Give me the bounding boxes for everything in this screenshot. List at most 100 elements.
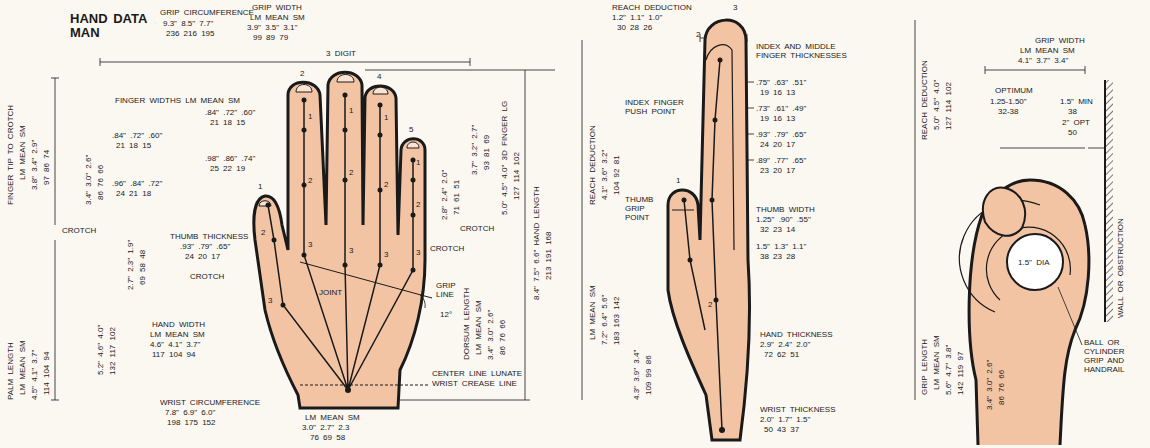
dimension-label: 86 76 66 bbox=[997, 370, 1006, 405]
callout-number: 4 bbox=[377, 72, 381, 81]
dimension-label: LM MEAN SM bbox=[932, 335, 941, 390]
dimension-label: 1.2" 1.1" 1.0" bbox=[612, 13, 662, 22]
dimension-label: CROTCH bbox=[190, 272, 224, 281]
dimension-label: WRIST CIRCUMFERENCE bbox=[160, 398, 260, 407]
dimension-label: 4.6" 4.1" 3.7" bbox=[150, 340, 200, 349]
dimension-label: 25 22 19 bbox=[210, 164, 245, 173]
joint-dot bbox=[682, 58, 726, 434]
dimension-label: 71 61 51 bbox=[452, 180, 461, 215]
dimension-label: 50 43 37 bbox=[764, 425, 799, 434]
dimension-label: 86 76 66 bbox=[96, 165, 105, 200]
dimension-label: 3.8" 3.4" 2.9" bbox=[30, 140, 39, 190]
callout-number: 1 bbox=[308, 112, 312, 121]
dimension-label: 114 104 94 bbox=[42, 352, 51, 395]
hand-outline bbox=[254, 72, 425, 408]
dimension-label: 30 28 26 bbox=[617, 23, 652, 32]
callout-number: 2 bbox=[708, 300, 712, 309]
dimension-label: 76 69 58 bbox=[310, 433, 345, 442]
dimension-label: 4.5" 4.1" 3.7" bbox=[30, 350, 39, 400]
dimension-label: 32-38 bbox=[998, 107, 1018, 116]
dimension-label: PALM LENGTH bbox=[6, 342, 15, 400]
dimension-label: 19 16 13 bbox=[760, 88, 795, 97]
callout-number: 3 bbox=[416, 248, 420, 257]
bone-line bbox=[684, 60, 722, 430]
dimension-label: CROTCH bbox=[430, 244, 464, 253]
leader-line bbox=[1058, 287, 1082, 345]
dimension-label: THUMB WIDTH bbox=[756, 205, 815, 214]
dimension-label: LM MEAN SM bbox=[18, 125, 27, 180]
fingernail bbox=[259, 75, 419, 207]
dimension-label: GRIP WIDTH bbox=[1035, 36, 1085, 45]
callout-number: 1 bbox=[384, 113, 388, 122]
dimension-label: WRIST CREASE LINE bbox=[432, 379, 517, 388]
dimension-label: CROTCH bbox=[460, 224, 494, 233]
dimension-label: 3.9" 3.5" 3.1" bbox=[247, 23, 297, 32]
dimension-label: 2.9" 2.4" 2.0" bbox=[760, 340, 810, 349]
dimension-label: 24 20 17 bbox=[185, 252, 220, 261]
dimension-label: 5.2" 4.6" 4.0" bbox=[96, 325, 105, 375]
dimension-label: .84" .72" .60" bbox=[112, 131, 162, 140]
callout-number: 2 bbox=[416, 200, 420, 209]
dimension-label: 99 89 79 bbox=[253, 33, 288, 42]
wall bbox=[1104, 80, 1106, 322]
dimension-label: .73" .61" .49" bbox=[756, 104, 806, 113]
callout-number: 2 bbox=[300, 69, 304, 78]
callout-number: 1 bbox=[416, 158, 420, 167]
grip-line bbox=[300, 262, 432, 298]
dimension-label: WALL OR OBSTRUCTION bbox=[1116, 218, 1125, 318]
dimension-label: 1.25" .90" .55" bbox=[756, 215, 811, 224]
dimension-label: THUMB GRIP POINT bbox=[625, 195, 665, 222]
dimension-label: 7.2" 6.4" 5.6" bbox=[600, 295, 609, 345]
dimension-label: 109 99 86 bbox=[644, 355, 653, 395]
dimension-label: INDEX FINGER PUSH POINT bbox=[625, 98, 700, 116]
dimension-label: 3.4" 3.0" 2.6" bbox=[84, 155, 93, 205]
dimension-label: .89" .77" .65" bbox=[756, 156, 806, 165]
callout-number: 2 bbox=[349, 168, 353, 177]
dimension-label: 19 16 13 bbox=[760, 114, 795, 123]
dimension-label: 24 20 17 bbox=[760, 140, 795, 149]
dimension-label: 5.6" 4.7" 3.8" bbox=[944, 345, 953, 395]
dimension-label: 127 114 102 bbox=[512, 152, 521, 200]
dimension-label: 4.1" 3.7" 3.4" bbox=[1018, 56, 1068, 65]
dimension-label: 117 104 94 bbox=[152, 350, 195, 359]
dimension-label: 2.7" 2.3" 1.9" bbox=[126, 240, 135, 290]
dimension-label: HAND THICKNESS bbox=[760, 330, 833, 339]
bone-line bbox=[268, 95, 413, 390]
dimension-label: 8.4" 7.5" 6.6" HAND LENGTH bbox=[532, 186, 541, 300]
dimension-label: LM MEAN SM bbox=[250, 13, 305, 22]
dimension-label: 5.0" 4.5" 4.0" 3D FINGER LG bbox=[500, 101, 509, 215]
dimension-label: 2" OPT bbox=[1062, 118, 1090, 127]
dimension-label: 104 92 81 bbox=[612, 155, 621, 195]
dimension-label: 38 bbox=[1068, 107, 1077, 116]
dimension-label: 142 119 97 bbox=[956, 352, 965, 395]
dimension-label: 97 86 74 bbox=[42, 150, 51, 185]
callout-number: 1 bbox=[676, 176, 680, 185]
dimension-label: 86 76 66 bbox=[498, 320, 507, 355]
dimension-label: 1.25-1.50" bbox=[990, 97, 1027, 106]
callout-number: 2 bbox=[696, 30, 700, 39]
dimension-label: CROTCH bbox=[62, 226, 96, 235]
dimension-label: THUMB THICKNESS bbox=[170, 232, 248, 241]
dimension-label: 2.0" 1.7" 1.5" bbox=[760, 415, 810, 424]
dimension-label: 72 62 51 bbox=[764, 350, 799, 359]
callout-number: 1 bbox=[349, 106, 353, 115]
dimension-label: 21 18 15 bbox=[210, 118, 245, 127]
joint-dot bbox=[266, 93, 416, 394]
dimension-label: 21 18 15 bbox=[116, 141, 151, 150]
dimension-label: 24 21 18 bbox=[116, 189, 151, 198]
thumb bbox=[983, 188, 1025, 236]
dimension-label: 12° bbox=[440, 310, 452, 319]
dimension-label: LM MEAN SM bbox=[18, 340, 27, 395]
dimension-label: 2.8" 2.4" 2.0" bbox=[440, 170, 449, 220]
wrist-crease-line bbox=[300, 385, 428, 386]
dimension-label: DORSUM LENGTH bbox=[462, 288, 471, 360]
dimension-label: 132 117 102 bbox=[108, 327, 117, 375]
callout-number: 2 bbox=[261, 228, 265, 237]
dimension-label: OPTIMUM bbox=[995, 86, 1033, 95]
callout-number: 3 bbox=[349, 246, 353, 255]
dimension-label: .98" .86" .74" bbox=[205, 154, 255, 163]
dimension-label: 38 23 28 bbox=[760, 252, 795, 261]
dimension-label: .93" .79" .65" bbox=[180, 242, 230, 251]
dimension-label: LM MEAN SM bbox=[305, 413, 360, 422]
